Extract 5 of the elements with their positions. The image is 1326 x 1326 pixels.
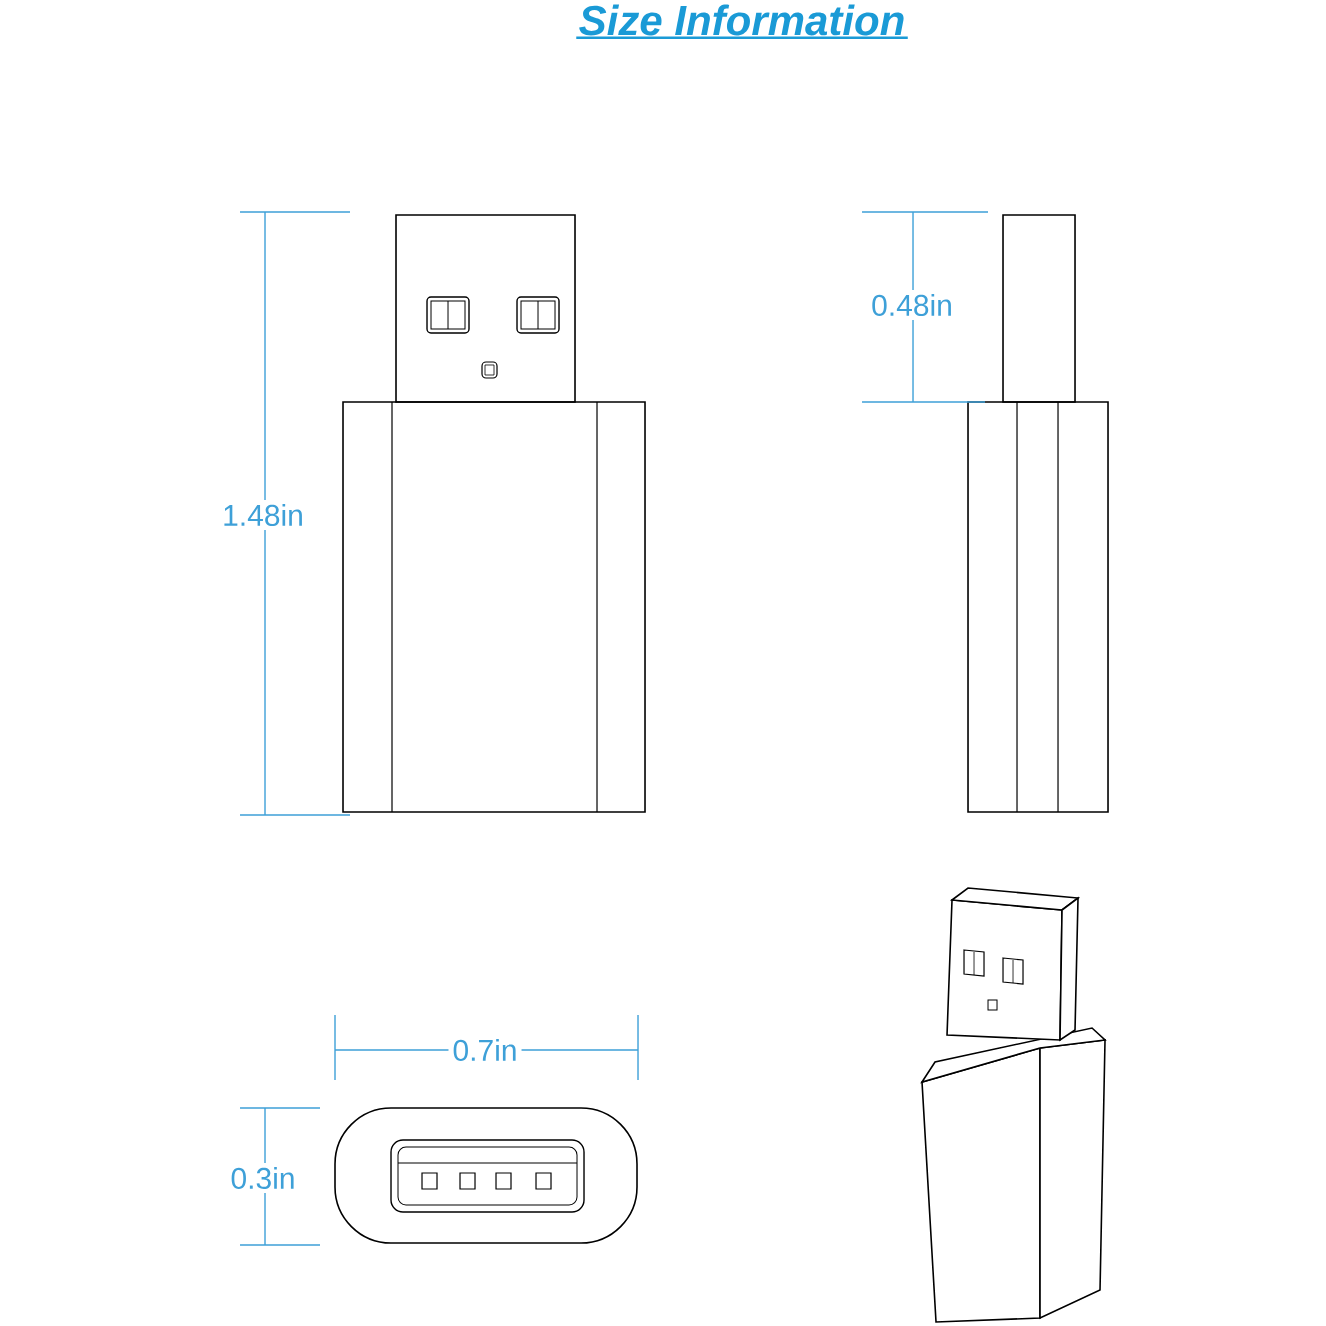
dimension-label: 0.48in: [867, 290, 957, 320]
title: Size Information: [576, 4, 908, 39]
dimension-label: 0.7in: [448, 1035, 522, 1066]
dimension-label: 1.48in: [218, 500, 308, 530]
dimension-label: 0.3in: [226, 1163, 300, 1194]
